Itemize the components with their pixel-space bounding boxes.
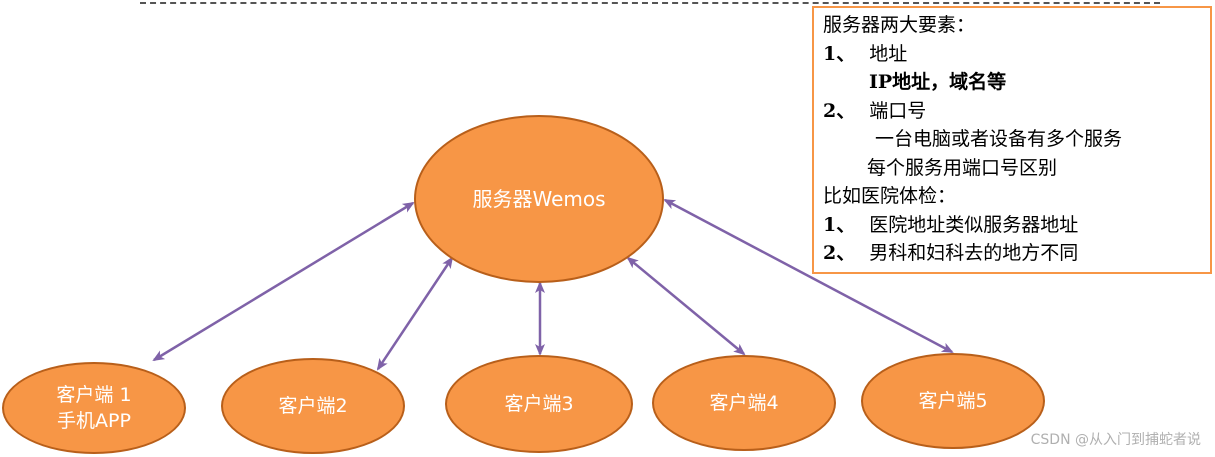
notes-detail-port-1: 一台电脑或者设备有多个服务: [875, 128, 1123, 150]
server-label: 服务器Wemos: [472, 187, 606, 211]
client-2-label: 客户端2: [278, 395, 348, 417]
notes-item-text: 男科和妇科去的地方不同: [869, 242, 1079, 264]
client-node-5: 客户端5: [861, 353, 1045, 449]
notes-heading-server: 服务器两大要素：: [823, 14, 976, 36]
notes-item-port: 2、端口号: [823, 97, 1210, 126]
client-3-label: 客户端3: [504, 393, 574, 415]
notes-item-text: 地址: [869, 42, 908, 65]
notes-item-hospital-address: 1、医院地址类似服务器地址: [823, 211, 1210, 240]
link-server-client-5: [663, 198, 954, 354]
link-server-client-1: [152, 201, 415, 362]
link-server-client-4: [626, 256, 746, 356]
notes-item-hospital-departments: 2、男科和妇科去的地方不同: [823, 239, 1210, 268]
notes-item-number: 1、: [823, 213, 856, 236]
client-node-2: 客户端2: [221, 358, 405, 454]
notes-item-text: 端口号: [869, 99, 927, 122]
notes-item-number: 2、: [823, 99, 856, 122]
client-node-3: 客户端3: [445, 355, 633, 453]
watermark: CSDN @从入门到捕蛇者说: [1030, 432, 1201, 448]
notes-detail-port-2: 每个服务用端口号区别: [867, 156, 1058, 179]
notes-item-number: 2、: [823, 242, 856, 264]
notes-detail-address: IP地址，域名等: [869, 71, 1007, 93]
top-dashed-rule: [140, 2, 1160, 4]
client-node-1: 客户端 1 手机APP: [2, 362, 186, 454]
link-server-client-2: [376, 256, 454, 371]
client-1-label: 客户端 1: [56, 384, 132, 406]
client-node-4: 客户端4: [652, 355, 836, 451]
notes-box: 服务器两大要素： 1、地址 IP地址，域名等 2、端口号 一台电脑或者设备有多个…: [812, 6, 1212, 274]
client-5-label: 客户端5: [918, 390, 988, 412]
notes-item-number: 1、: [823, 42, 856, 65]
client-1-sublabel: 手机APP: [57, 410, 131, 432]
server-node: 服务器Wemos: [414, 115, 664, 283]
notes-item-text: 医院地址类似服务器地址: [869, 213, 1079, 236]
client-4-label: 客户端4: [709, 392, 779, 414]
notes-heading-hospital: 比如医院体检：: [823, 185, 957, 207]
notes-item-address: 1、地址: [823, 40, 1210, 69]
